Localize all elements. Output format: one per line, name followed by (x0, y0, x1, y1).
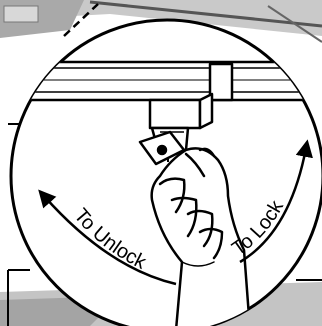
track-light-installation-diagram: To Unlock To Lock (0, 0, 322, 326)
